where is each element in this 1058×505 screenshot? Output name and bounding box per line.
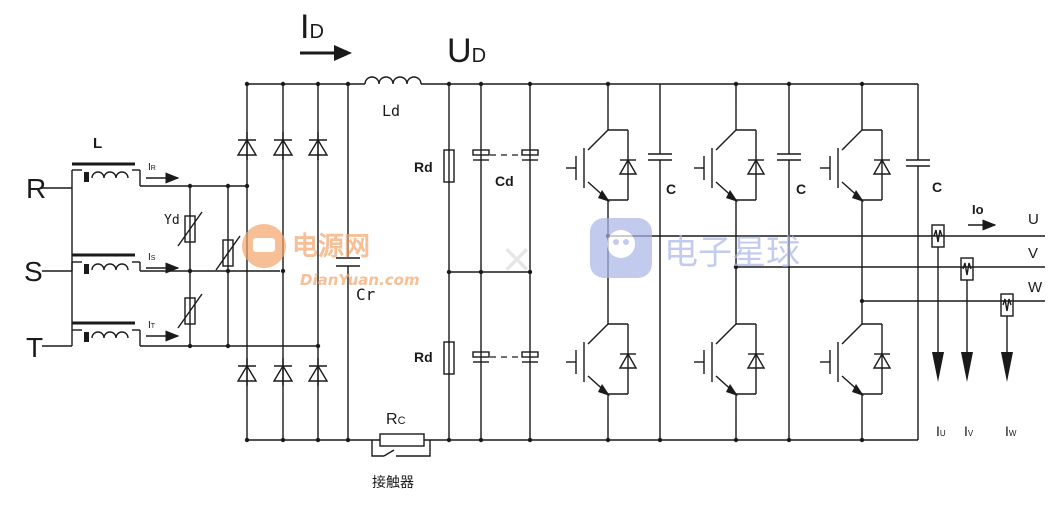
phase-t-label: T <box>26 332 43 363</box>
current-sensor-v <box>960 257 974 382</box>
meter-v-label: IV <box>964 423 974 439</box>
watermark: 电源网 DianYuan.com × 电子星球 <box>242 218 800 289</box>
phase-s-line <box>42 261 280 272</box>
inductor-coil-r <box>84 171 129 182</box>
precharge-res-label: RC <box>386 411 406 428</box>
dc-inductor-ld <box>364 76 918 85</box>
junction-dots <box>187 81 865 443</box>
filter-cap-label: Cr <box>356 285 376 304</box>
inverter-leg-w <box>820 84 1045 440</box>
current-r-label: IR <box>148 162 156 173</box>
current-sensor-u <box>931 224 945 382</box>
current-s-label: IS <box>148 252 156 263</box>
bus-capacitors <box>449 84 539 440</box>
resistor-bottom-label: Rd <box>414 349 433 365</box>
meter-u-label: IU <box>936 423 946 439</box>
phase-s-label: S <box>24 256 43 287</box>
bleeder-resistors <box>443 84 455 440</box>
inverter-leg-v <box>694 84 1045 440</box>
rectifier-bridge <box>237 83 380 441</box>
current-t-label: IT <box>148 320 156 331</box>
current-sensor-w <box>1000 293 1014 382</box>
output-u-label: U <box>1028 211 1039 228</box>
bus-cap-label: Cd <box>495 173 514 189</box>
contactor-label: 接触器 <box>372 474 414 491</box>
varistor-group <box>177 186 241 346</box>
phase-t-line <box>42 329 316 347</box>
meter-w-label: IW <box>1005 423 1017 439</box>
output-current-label: Io <box>972 202 984 217</box>
watermark-left-cn: 电源网 <box>292 232 370 262</box>
inductor-coil-s <box>84 263 129 274</box>
inductor-coil-t <box>84 331 129 342</box>
phase-r-label: R <box>26 173 46 204</box>
dc-current-arrow <box>300 45 352 61</box>
snubber-cap-3-label: C <box>932 179 942 195</box>
output-w-label: W <box>1028 279 1043 296</box>
resistor-top-label: Rd <box>414 159 433 175</box>
snubber-cap-2-label: C <box>796 181 806 197</box>
input-inductor-label: L <box>93 135 102 152</box>
dc-voltage-label: UD <box>447 32 486 70</box>
dc-current-label: ID <box>300 8 324 46</box>
phase-r-line <box>42 169 247 189</box>
watermark-right-cn: 电子星球 <box>664 233 800 273</box>
precharge-resistor <box>371 433 918 457</box>
dc-inductor-label: Ld <box>382 102 400 120</box>
snubber-cap-1-label: C <box>666 181 676 197</box>
varistor-label: Yd <box>164 213 180 228</box>
output-v-label: V <box>1028 245 1038 262</box>
watermark-separator: × <box>500 236 534 282</box>
watermark-left-en: DianYuan.com <box>300 271 420 289</box>
filter-capacitor-cr <box>336 84 360 440</box>
